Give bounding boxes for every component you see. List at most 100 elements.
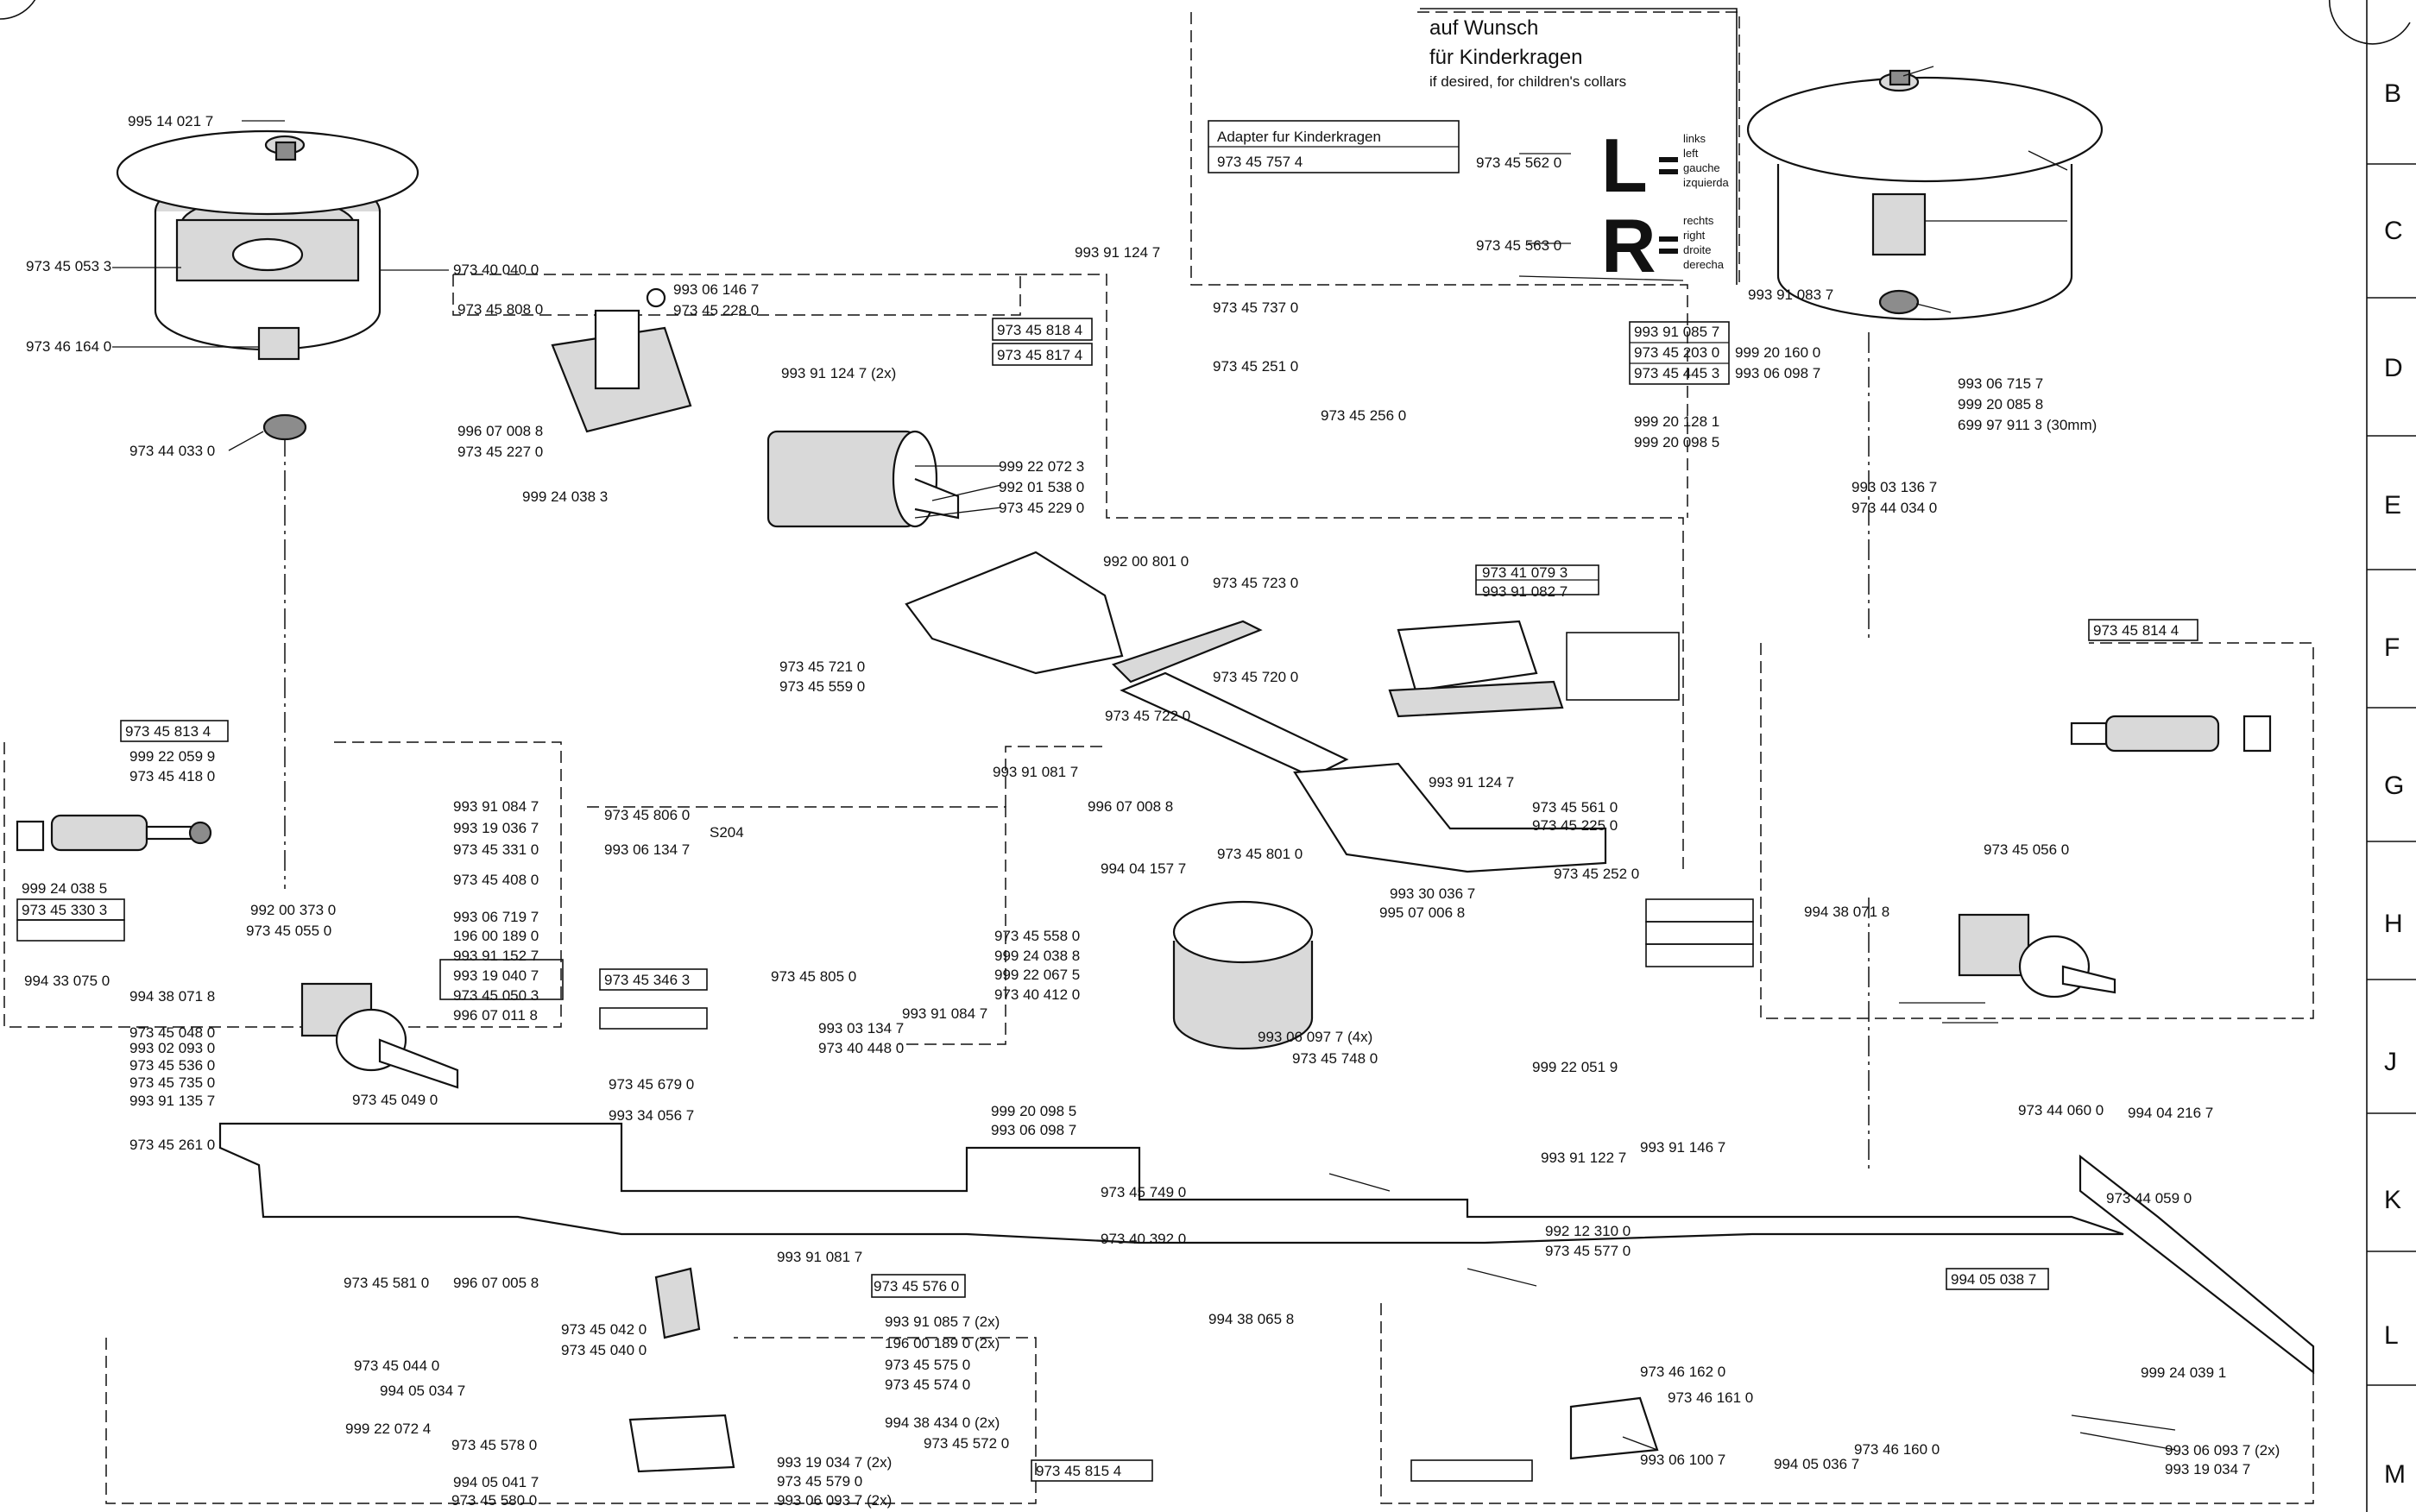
part-label: 993 91 084 7 — [902, 1005, 987, 1022]
part-label: 993 91 124 7 — [1075, 244, 1160, 261]
part-label: 993 91 081 7 — [777, 1249, 862, 1265]
row-letter: D — [2384, 354, 2403, 382]
part-label: 973 45 559 0 — [779, 678, 865, 695]
base-plate — [218, 1122, 2124, 1244]
part-label: 973 45 574 0 — [885, 1377, 970, 1393]
part-label: 999 24 038 5 — [22, 880, 107, 897]
part-label: 999 24 039 1 — [2141, 1364, 2226, 1381]
part-label: 973 40 412 0 — [994, 986, 1080, 1003]
part-label: 973 45 579 0 — [777, 1473, 862, 1490]
part-label: 973 45 580 0 — [451, 1492, 537, 1509]
row-letter: L — [2384, 1321, 2399, 1350]
part-label: 993 91 124 7 (2x) — [781, 365, 896, 381]
part-label: 993 91 085 7 (2x) — [885, 1314, 1000, 1330]
part-label: 973 45 723 0 — [1213, 575, 1298, 591]
swing-arm — [1293, 762, 1607, 873]
part-label: 993 91 082 7 — [1482, 583, 1568, 600]
part-label: 993 06 134 7 — [604, 841, 690, 858]
small-plates — [628, 1267, 1659, 1473]
part-label: 973 45 252 0 — [1554, 866, 1639, 882]
part-label: 999 22 059 9 — [129, 748, 215, 765]
part-label: 999 20 128 1 — [1634, 413, 1719, 430]
clamp-block-assembly — [1388, 620, 1564, 718]
part-label: 973 45 721 0 — [779, 658, 865, 675]
part-label: 993 02 093 0 — [129, 1040, 215, 1056]
part-label: 973 45 575 0 — [885, 1357, 970, 1373]
part-label: 993 91 122 7 — [1541, 1150, 1626, 1166]
part-label: 993 06 093 7 (2x) — [2165, 1442, 2280, 1458]
part-label: 973 45 563 0 — [1476, 237, 1561, 254]
part-label: 995 14 021 7 — [128, 113, 213, 129]
part-label: 973 45 801 0 — [1217, 846, 1303, 862]
part-label: 973 45 808 0 — [457, 301, 543, 318]
part-label: 993 03 134 7 — [818, 1020, 904, 1036]
part-label: 993 06 146 7 — [673, 281, 759, 298]
part-label: 973 46 164 0 — [26, 338, 111, 355]
part-label: 973 45 576 0 — [874, 1278, 959, 1295]
part-label: 993 06 715 7 — [1958, 375, 2043, 392]
slide-arm-assembly — [905, 551, 1349, 778]
part-label: 973 41 079 3 — [1482, 564, 1568, 581]
part-label: 993 06 719 7 — [453, 909, 539, 925]
part-label: 973 45 331 0 — [453, 841, 539, 858]
part-label: 999 24 038 8 — [994, 948, 1080, 964]
right-word: droite — [1683, 243, 1712, 256]
part-label: 973 44 034 0 — [1851, 500, 1937, 516]
part-label: 973 44 059 0 — [2106, 1190, 2192, 1206]
part-label: 973 44 060 0 — [2018, 1102, 2104, 1118]
row-letter-labels: B C D E F G H J K L M — [2384, 79, 2406, 1489]
rotary-actuator-right — [1958, 913, 2116, 999]
part-label: 999 22 067 5 — [994, 967, 1080, 983]
part-label: 973 45 256 0 — [1321, 407, 1406, 424]
part-label: 973 46 160 0 — [1854, 1441, 1940, 1458]
part-label: 973 45 055 0 — [246, 923, 331, 939]
part-label: 999 20 160 0 — [1735, 344, 1820, 361]
part-label: 999 22 072 4 — [345, 1421, 431, 1437]
part-label: 993 19 040 7 — [453, 967, 539, 984]
part-label: 999 20 085 8 — [1958, 396, 2043, 413]
rotary-drum-center — [1172, 900, 1314, 1050]
left-tape-drum — [116, 129, 419, 441]
part-label: 973 40 392 0 — [1101, 1231, 1186, 1247]
part-number-labels: 995 14 021 7 973 45 053 3 973 46 164 0 9… — [22, 113, 2280, 1509]
adapter-part-number: 973 45 757 4 — [1217, 154, 1303, 170]
part-label: 973 45 581 0 — [344, 1275, 429, 1291]
part-label: 973 45 203 0 — [1634, 344, 1719, 361]
part-label: 973 45 737 0 — [1213, 299, 1298, 316]
part-label: 999 24 038 3 — [522, 488, 608, 505]
part-label: 993 19 034 7 (2x) — [777, 1454, 892, 1471]
part-label: 973 45 813 4 — [125, 723, 211, 740]
part-label: 992 00 801 0 — [1103, 553, 1189, 570]
row-letter: J — [2384, 1048, 2397, 1076]
part-label: 994 04 216 7 — [2128, 1105, 2213, 1121]
part-label: 993 91 146 7 — [1640, 1139, 1725, 1156]
part-label: 973 45 050 3 — [453, 987, 539, 1004]
row-letter: E — [2384, 491, 2401, 520]
part-label: 973 45 735 0 — [129, 1074, 215, 1091]
part-label: 973 45 056 0 — [1984, 841, 2069, 858]
part-label: 994 38 071 8 — [129, 988, 215, 1005]
note-title-de-1: auf Wunsch — [1429, 16, 1538, 40]
part-label: 993 19 036 7 — [453, 820, 539, 836]
part-label: 973 45 408 0 — [453, 872, 539, 888]
left-symbol: L — [1601, 123, 1648, 208]
right-word: rechts — [1683, 214, 1714, 227]
part-label: 993 03 136 7 — [1851, 479, 1937, 495]
left-word: links — [1683, 132, 1706, 145]
pneumatic-cylinder-left — [16, 814, 212, 852]
right-tape-drum — [1746, 69, 2104, 321]
part-label: 993 91 081 7 — [993, 764, 1078, 780]
part-label: 993 91 085 7 — [1634, 324, 1719, 340]
part-label: 196 00 189 0 — [453, 928, 539, 944]
part-label: 196 00 189 0 (2x) — [885, 1335, 1000, 1351]
row-letter: F — [2384, 633, 2400, 662]
part-label: 973 45 572 0 — [924, 1435, 1009, 1452]
left-word: left — [1683, 147, 1699, 160]
boxed-part-numbers — [16, 318, 2198, 1482]
part-label: 973 45 330 3 — [22, 902, 107, 918]
row-letter: B — [2384, 79, 2401, 108]
part-label: 996 07 011 8 — [453, 1007, 538, 1024]
optional-note-panel: auf Wunsch für Kinderkragen if desired, … — [1208, 8, 1738, 288]
